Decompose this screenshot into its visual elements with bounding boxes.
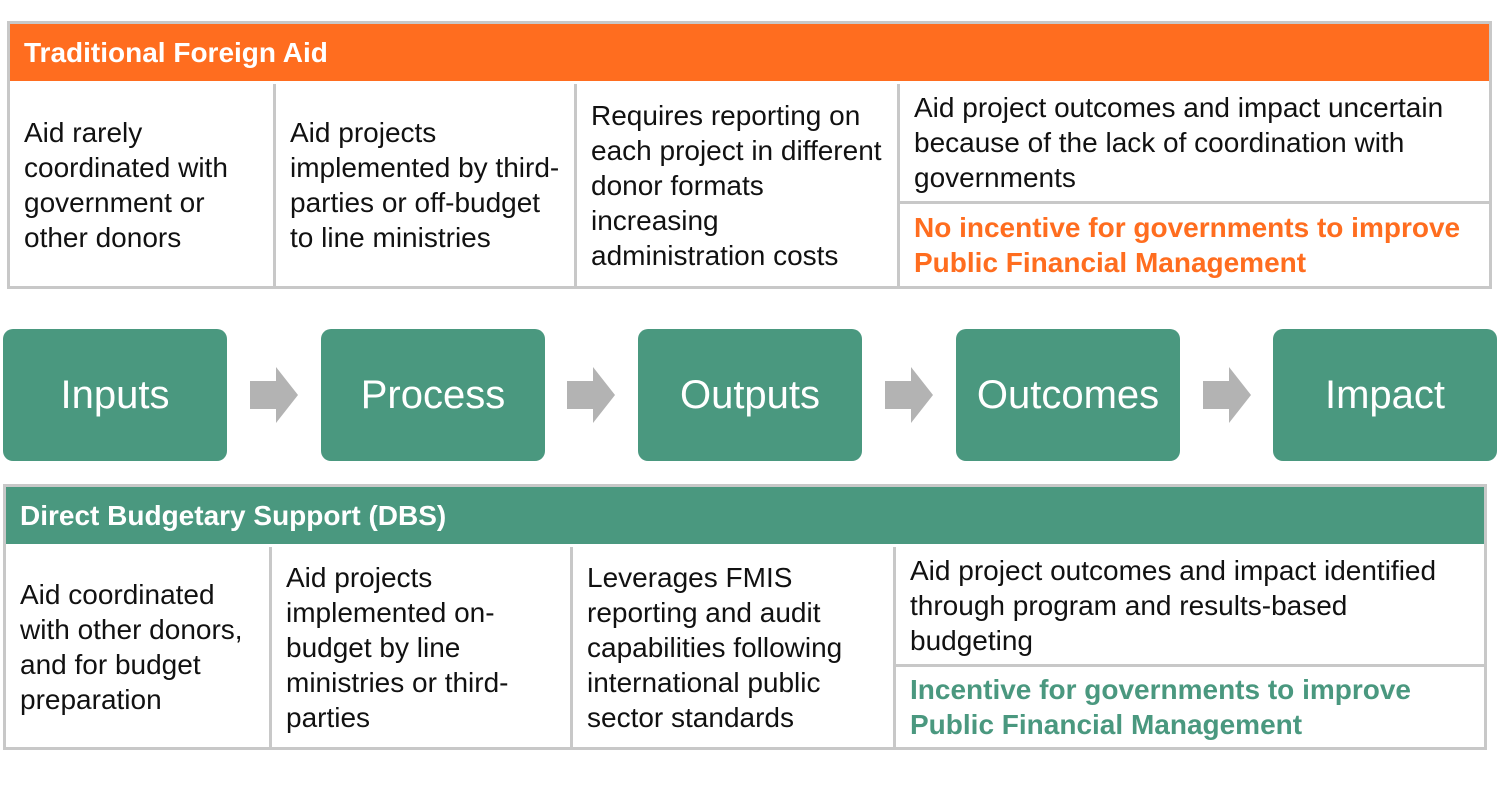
dbs-cell-reporting: Leverages FMIS reporting and audit capab… bbox=[573, 547, 896, 747]
right-arrow-icon bbox=[567, 367, 615, 423]
flow-step-inputs: Inputs bbox=[3, 329, 227, 461]
flow-step-impact: Impact bbox=[1273, 329, 1497, 461]
dbs-title: Direct Budgetary Support (DBS) bbox=[6, 487, 1484, 544]
traditional-cell-implementation: Aid projects implemented by third-partie… bbox=[276, 84, 577, 286]
traditional-aid-panel: Traditional Foreign Aid Aid rarely coord… bbox=[7, 21, 1492, 289]
traditional-highlight: No incentive for governments to improve … bbox=[914, 212, 1461, 278]
traditional-cell-outcomes: Aid project outcomes and impact uncertai… bbox=[900, 84, 1489, 286]
traditional-cell-reporting: Requires reporting on each project in di… bbox=[577, 84, 900, 286]
traditional-outcome-text: Aid project outcomes and impact uncertai… bbox=[900, 84, 1489, 204]
flow-step-outcomes: Outcomes bbox=[956, 329, 1180, 461]
right-arrow-icon bbox=[1203, 367, 1251, 423]
right-arrow-icon bbox=[885, 367, 933, 423]
traditional-aid-title: Traditional Foreign Aid bbox=[10, 24, 1489, 81]
dbs-cell-implementation: Aid projects implemented on-budget by li… bbox=[272, 547, 573, 747]
dbs-outcome-text: Aid project outcomes and impact identifi… bbox=[896, 547, 1484, 667]
dbs-cell-outcomes: Aid project outcomes and impact identifi… bbox=[896, 547, 1484, 747]
traditional-aid-cells: Aid rarely coordinated with government o… bbox=[10, 84, 1489, 286]
flow-step-process: Process bbox=[321, 329, 545, 461]
dbs-panel: Direct Budgetary Support (DBS) Aid coord… bbox=[3, 484, 1487, 750]
flow-step-outputs: Outputs bbox=[638, 329, 862, 461]
dbs-cells: Aid coordinated with other donors, and f… bbox=[6, 547, 1484, 747]
dbs-highlight: Incentive for governments to improve Pub… bbox=[910, 674, 1411, 740]
traditional-cell-coordination: Aid rarely coordinated with government o… bbox=[10, 84, 276, 286]
dbs-cell-coordination: Aid coordinated with other donors, and f… bbox=[6, 547, 272, 747]
right-arrow-icon bbox=[250, 367, 298, 423]
